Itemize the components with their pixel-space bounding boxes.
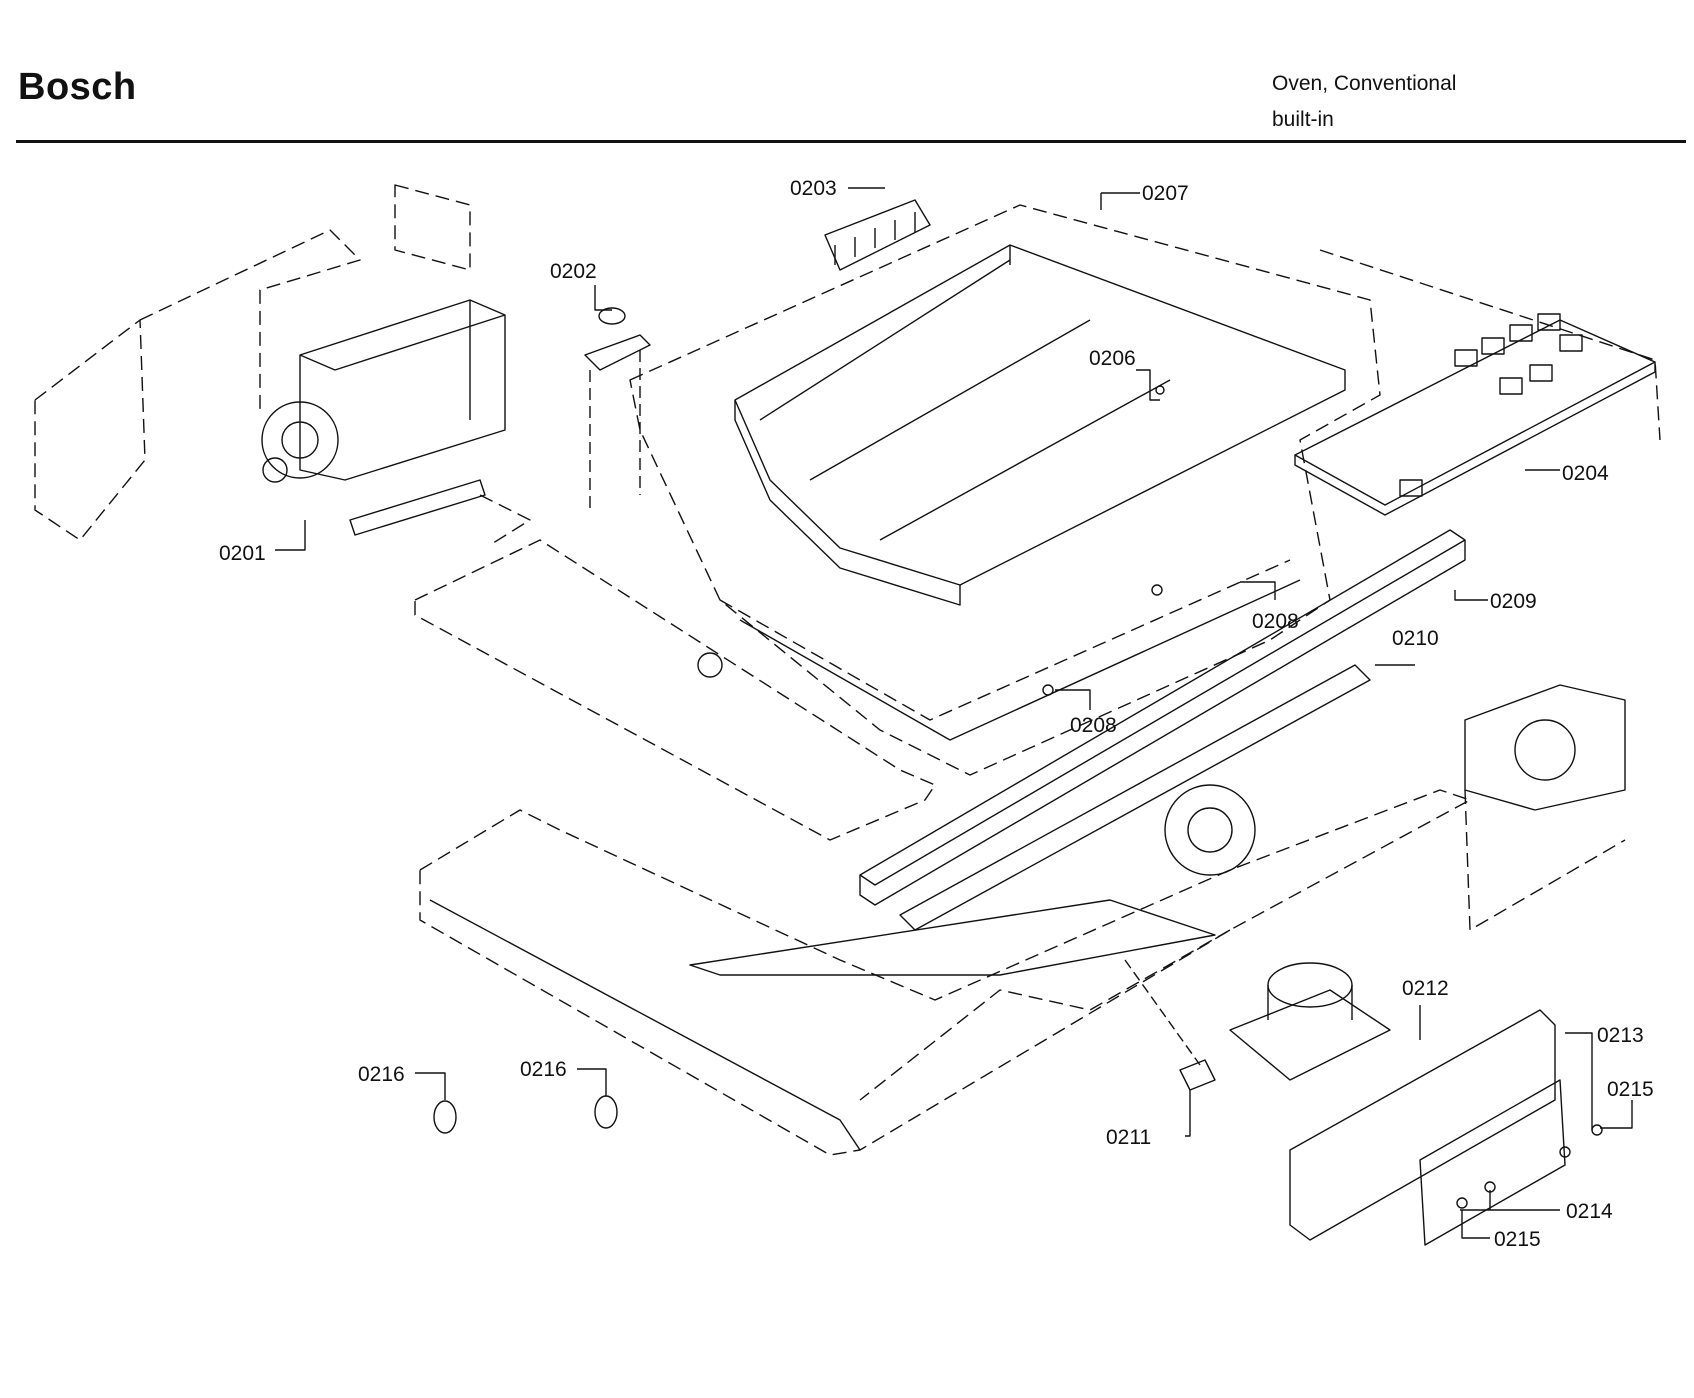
heat-shield-plate (734, 244, 1346, 586)
convection-fan (1164, 784, 1256, 876)
lower-rail (899, 664, 1371, 931)
callout-0208-upper: 0208 (1252, 610, 1299, 633)
limit-switch (1179, 1059, 1216, 1091)
header-rule (16, 140, 1686, 143)
callout-0204: 0204 (1562, 462, 1609, 485)
wire-connector (824, 199, 931, 271)
brand-name: Bosch (18, 66, 137, 108)
callout-0212: 0212 (1402, 977, 1449, 1000)
top-frame-outline (629, 204, 1381, 776)
oven-base-channel (719, 559, 1291, 721)
callout-0203: 0203 (790, 177, 837, 200)
callout-0216-right: 0216 (520, 1058, 567, 1081)
callout-0210: 0210 (1392, 627, 1439, 650)
left-upper-frame (34, 319, 146, 541)
product-description: Oven, Conventional built-in (1272, 66, 1456, 138)
product-subtype: built-in (1272, 108, 1334, 131)
product-type: Oven, Conventional (1272, 72, 1457, 95)
element-cover-plate (1464, 684, 1626, 811)
callout-0214: 0214 (1566, 1200, 1613, 1223)
callout-0202: 0202 (550, 260, 597, 283)
callout-0201: 0201 (219, 542, 266, 565)
callout-0207: 0207 (1142, 182, 1189, 205)
callout-0215-lower: 0215 (1494, 1228, 1541, 1251)
callout-0209: 0209 (1490, 590, 1537, 613)
control-knob (594, 1095, 618, 1129)
callout-0215-upper: 0215 (1607, 1078, 1654, 1101)
bake-element (689, 899, 1216, 976)
oven-floor-panel (414, 539, 936, 841)
callout-0213: 0213 (1597, 1024, 1644, 1047)
bottom-panel (419, 789, 1471, 1156)
callout-0216-left: 0216 (358, 1063, 405, 1086)
callout-0208-lower: 0208 (1070, 714, 1117, 737)
thermostat-bracket (584, 334, 651, 371)
front-rail (859, 529, 1466, 886)
control-knob (433, 1100, 457, 1134)
control-panel-bracket (1289, 1009, 1556, 1241)
fan-motor-assembly (299, 299, 506, 481)
callout-0211: 0211 (1106, 1126, 1151, 1149)
callout-0206: 0206 (1089, 347, 1136, 370)
convection-motor (1229, 989, 1391, 1081)
